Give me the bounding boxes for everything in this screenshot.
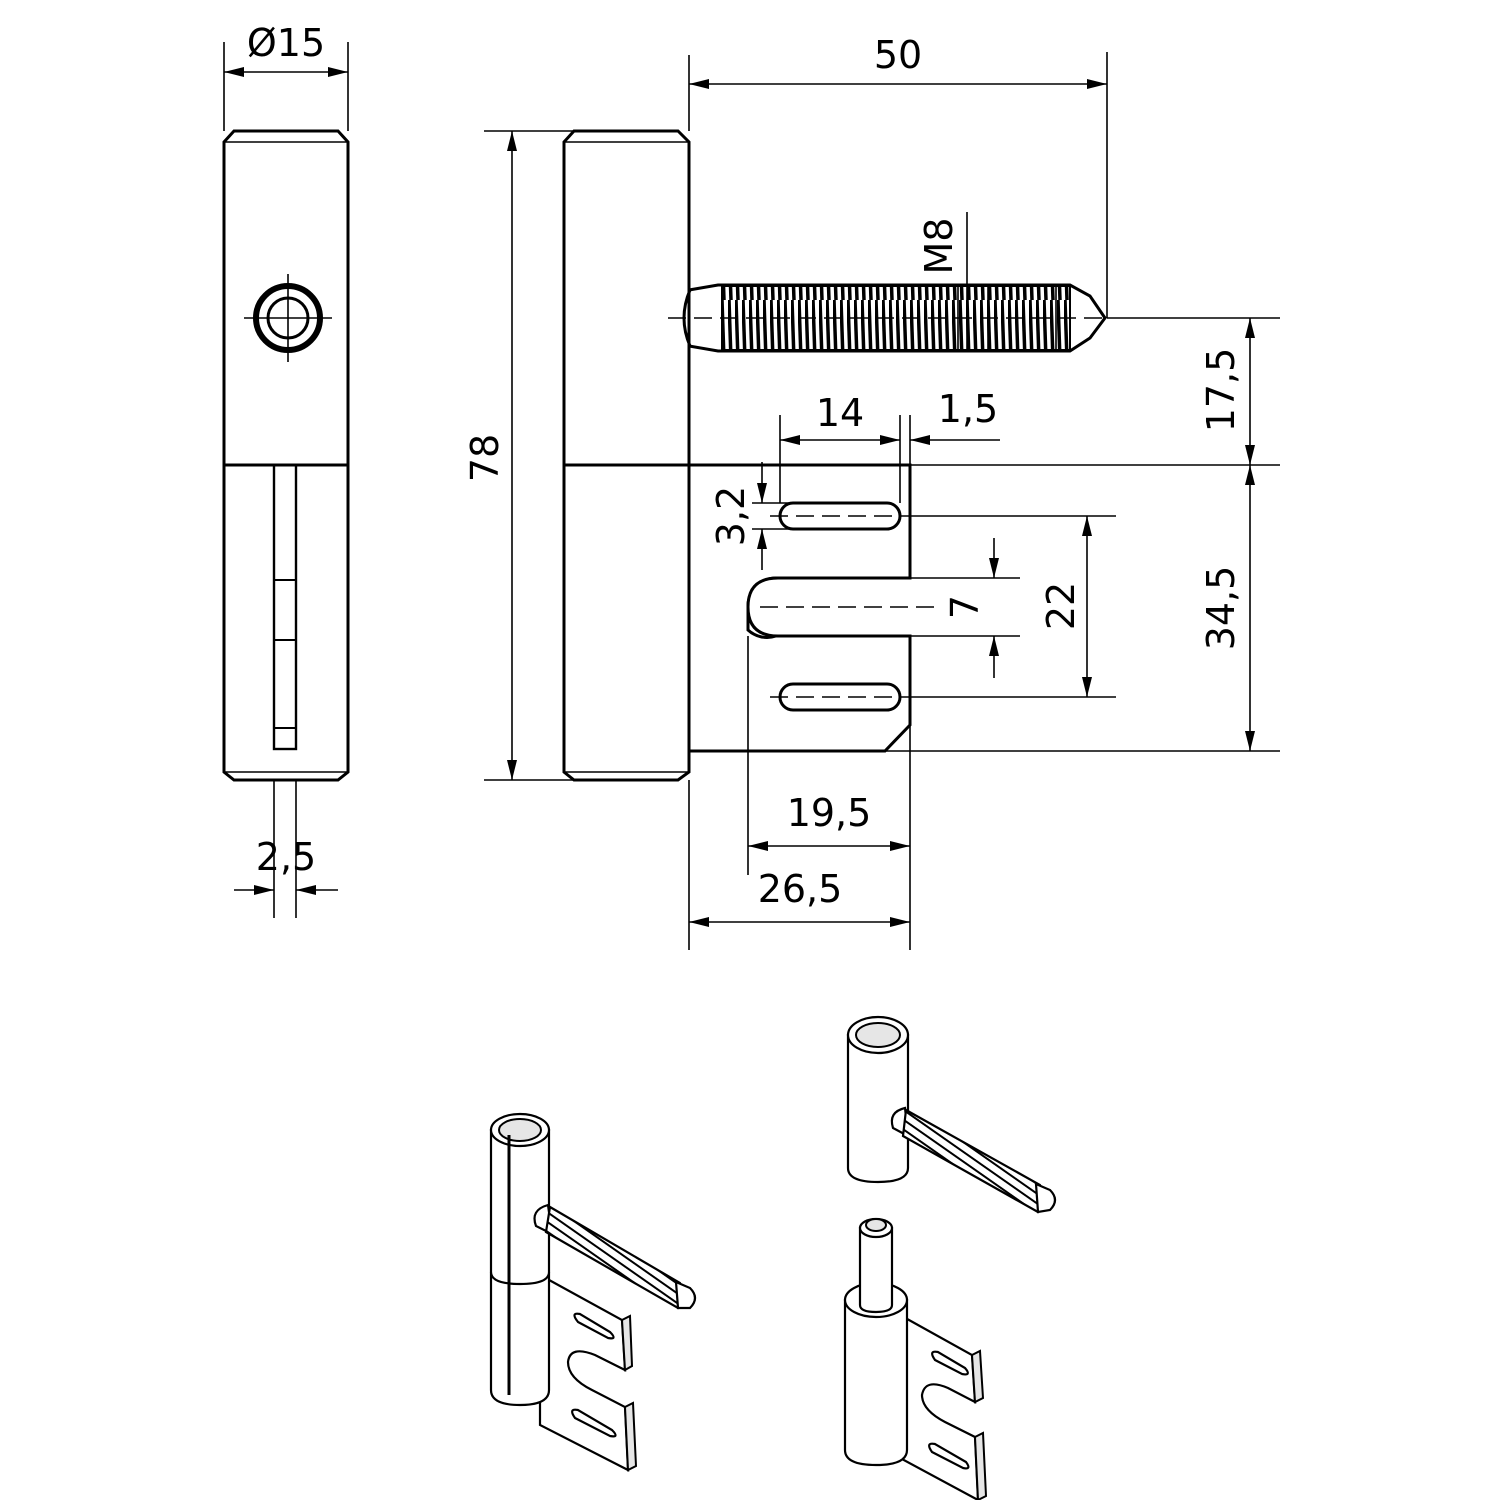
isometric-hinge-lower xyxy=(843,1217,988,1502)
dimension-height: 78 xyxy=(463,434,507,482)
dimension-diameter: Ø15 xyxy=(247,21,325,65)
side-view: Ø15 2,5 xyxy=(222,21,350,918)
dimension-offset-top: 17,5 xyxy=(1199,348,1243,433)
dimension-slot-margin: 1,5 xyxy=(938,387,998,431)
dimension-plate-height: 34,5 xyxy=(1199,566,1243,651)
dimension-total-depth: 26,5 xyxy=(758,867,843,911)
dimension-plate-depth: 19,5 xyxy=(787,791,872,835)
front-view: 50 78 M8 17,5 34,5 14 1,5 3,2 xyxy=(463,33,1280,950)
thread-label: M8 xyxy=(917,218,961,275)
dimension-slot-width: 3,2 xyxy=(709,486,753,546)
dimension-total-length: 50 xyxy=(874,33,922,77)
isometric-hinge-upper xyxy=(846,1015,1057,1214)
screw-hole-icon xyxy=(244,274,332,362)
dimension-slot-length: 14 xyxy=(816,391,864,435)
dimension-pin-width: 2,5 xyxy=(256,835,316,879)
isometric-hinge-assembled xyxy=(489,1112,697,1472)
dimension-center-slot-width: 7 xyxy=(943,595,987,619)
dimension-slot-spacing: 22 xyxy=(1039,582,1083,630)
